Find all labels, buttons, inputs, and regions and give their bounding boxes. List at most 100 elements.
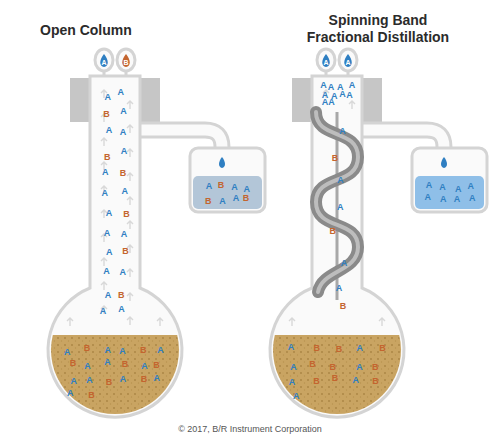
vapor-arrow: [127, 317, 133, 325]
molecule-letter: B: [84, 343, 91, 352]
molecule-letter: A: [121, 230, 128, 239]
molecule-letter: A: [323, 58, 328, 67]
molecule-letter: A: [341, 259, 348, 268]
molecule-letter: B: [243, 193, 250, 202]
drip: [219, 157, 225, 168]
molecule-letter: A: [426, 181, 433, 190]
molecule-letter: A: [357, 343, 364, 352]
condenser-coil: [117, 49, 135, 71]
molecule-letter: B: [205, 196, 212, 205]
spinning-band-apparatus: [270, 49, 487, 417]
vapor-arrow: [349, 101, 355, 109]
spinning-band: [316, 112, 358, 292]
molecule-letter: A: [290, 362, 297, 371]
molecule-letter: A: [339, 89, 346, 98]
molecule-letter: B: [340, 302, 347, 311]
vapor-arrow: [127, 101, 133, 109]
molecule-letter: A: [468, 181, 475, 190]
molecule-letter: B: [103, 109, 110, 118]
molecule-letter: A: [67, 389, 74, 398]
vapor-arrow: [289, 318, 295, 326]
molecule-letter: B: [372, 362, 379, 371]
molecule-letter: B: [314, 343, 321, 352]
molecule-letter: A: [104, 92, 111, 101]
molecule-letter: A: [157, 346, 164, 355]
molecule-letter: B: [141, 374, 148, 383]
vapor-arrow: [379, 318, 385, 326]
molecule-letter: A: [86, 376, 93, 385]
molecule-letter: B: [120, 168, 127, 177]
molecule-letter: A: [345, 58, 350, 67]
copyright-caption: © 2017, B/R Instrument Corporation: [178, 424, 322, 434]
molecule-letter: A: [440, 195, 447, 204]
distillate: [415, 176, 484, 209]
molecule-letter: A: [101, 58, 106, 67]
molecule-letter: A: [122, 187, 129, 196]
heading: Spinning Band Fractional Distillation: [283, 12, 473, 46]
molecule-letter: A: [288, 342, 295, 351]
receiver-flask: [190, 148, 265, 212]
molecule-letter: B: [330, 363, 337, 372]
molecule-letter: A: [455, 185, 462, 194]
molecule-letter: A: [120, 128, 127, 137]
molecule-letter: B: [106, 378, 113, 387]
molecule-letter: A: [206, 181, 213, 190]
molecule-letter: A: [120, 107, 127, 116]
molecule-letter: B: [123, 210, 130, 219]
molecule-letter: A: [454, 195, 461, 204]
molecule-letter: A: [106, 247, 113, 256]
condensate-drop: [344, 54, 352, 67]
vapor-arrow: [101, 282, 107, 290]
molecule-letter: B: [336, 345, 343, 354]
molecule-letter: A: [244, 185, 251, 194]
molecule-letter: A: [328, 97, 335, 106]
vapor-arrow: [127, 173, 133, 181]
vapor-arrow: [127, 125, 133, 133]
molecule-letter: A: [233, 193, 240, 202]
molecule-letter: B: [218, 181, 225, 190]
molecule-letter: A: [120, 267, 127, 276]
spinning-band-highlight: [316, 112, 358, 292]
receiver-flask: [412, 148, 487, 212]
molecule-letter: A: [118, 88, 125, 97]
open-column-apparatus: [48, 49, 265, 417]
molecule-letter: A: [352, 375, 359, 384]
vapor-arrow: [67, 318, 73, 326]
molecule-letter: A: [105, 345, 112, 354]
molecule-letter: A: [231, 183, 238, 192]
molecule-letter: A: [104, 228, 111, 237]
molecule-letter: A: [106, 208, 113, 217]
molecule-letter: A: [439, 183, 446, 192]
molecule-letter: B: [309, 360, 316, 369]
molecule-letter: B: [332, 373, 339, 382]
molecule-letter: B: [88, 390, 95, 399]
molecule-letter: A: [120, 374, 127, 383]
molecule-letter: B: [313, 376, 320, 385]
molecule-letter: A: [64, 348, 71, 357]
condensate-drop: [122, 54, 130, 67]
molecule-letter: B: [122, 246, 129, 255]
molecule-letter: A: [103, 267, 110, 276]
molecule-letter: B: [104, 152, 111, 161]
column-flask-glass: [270, 76, 404, 417]
molecule-letter: A: [84, 361, 91, 370]
column-flask-glass: [48, 76, 182, 417]
molecule-letter: B: [153, 360, 160, 369]
molecule-letter: A: [104, 357, 111, 366]
molecule-letter: B: [140, 345, 147, 354]
molecule-letter: A: [336, 283, 343, 292]
condenser-coil: [95, 49, 113, 71]
drip: [441, 157, 447, 168]
molecule-letter: A: [349, 80, 356, 89]
vapor-arrow: [127, 149, 133, 157]
molecule-letter: A: [339, 127, 346, 136]
molecule-letter: A: [106, 126, 113, 135]
molecule-letter: B: [70, 359, 77, 368]
molecule-letter: A: [337, 176, 344, 185]
molecule-letter: A: [71, 376, 78, 385]
molecule-letter: B: [379, 343, 386, 352]
molecule-letter: A: [320, 80, 327, 89]
condensate-drop: [322, 54, 330, 67]
flask-liquid: [273, 335, 401, 414]
